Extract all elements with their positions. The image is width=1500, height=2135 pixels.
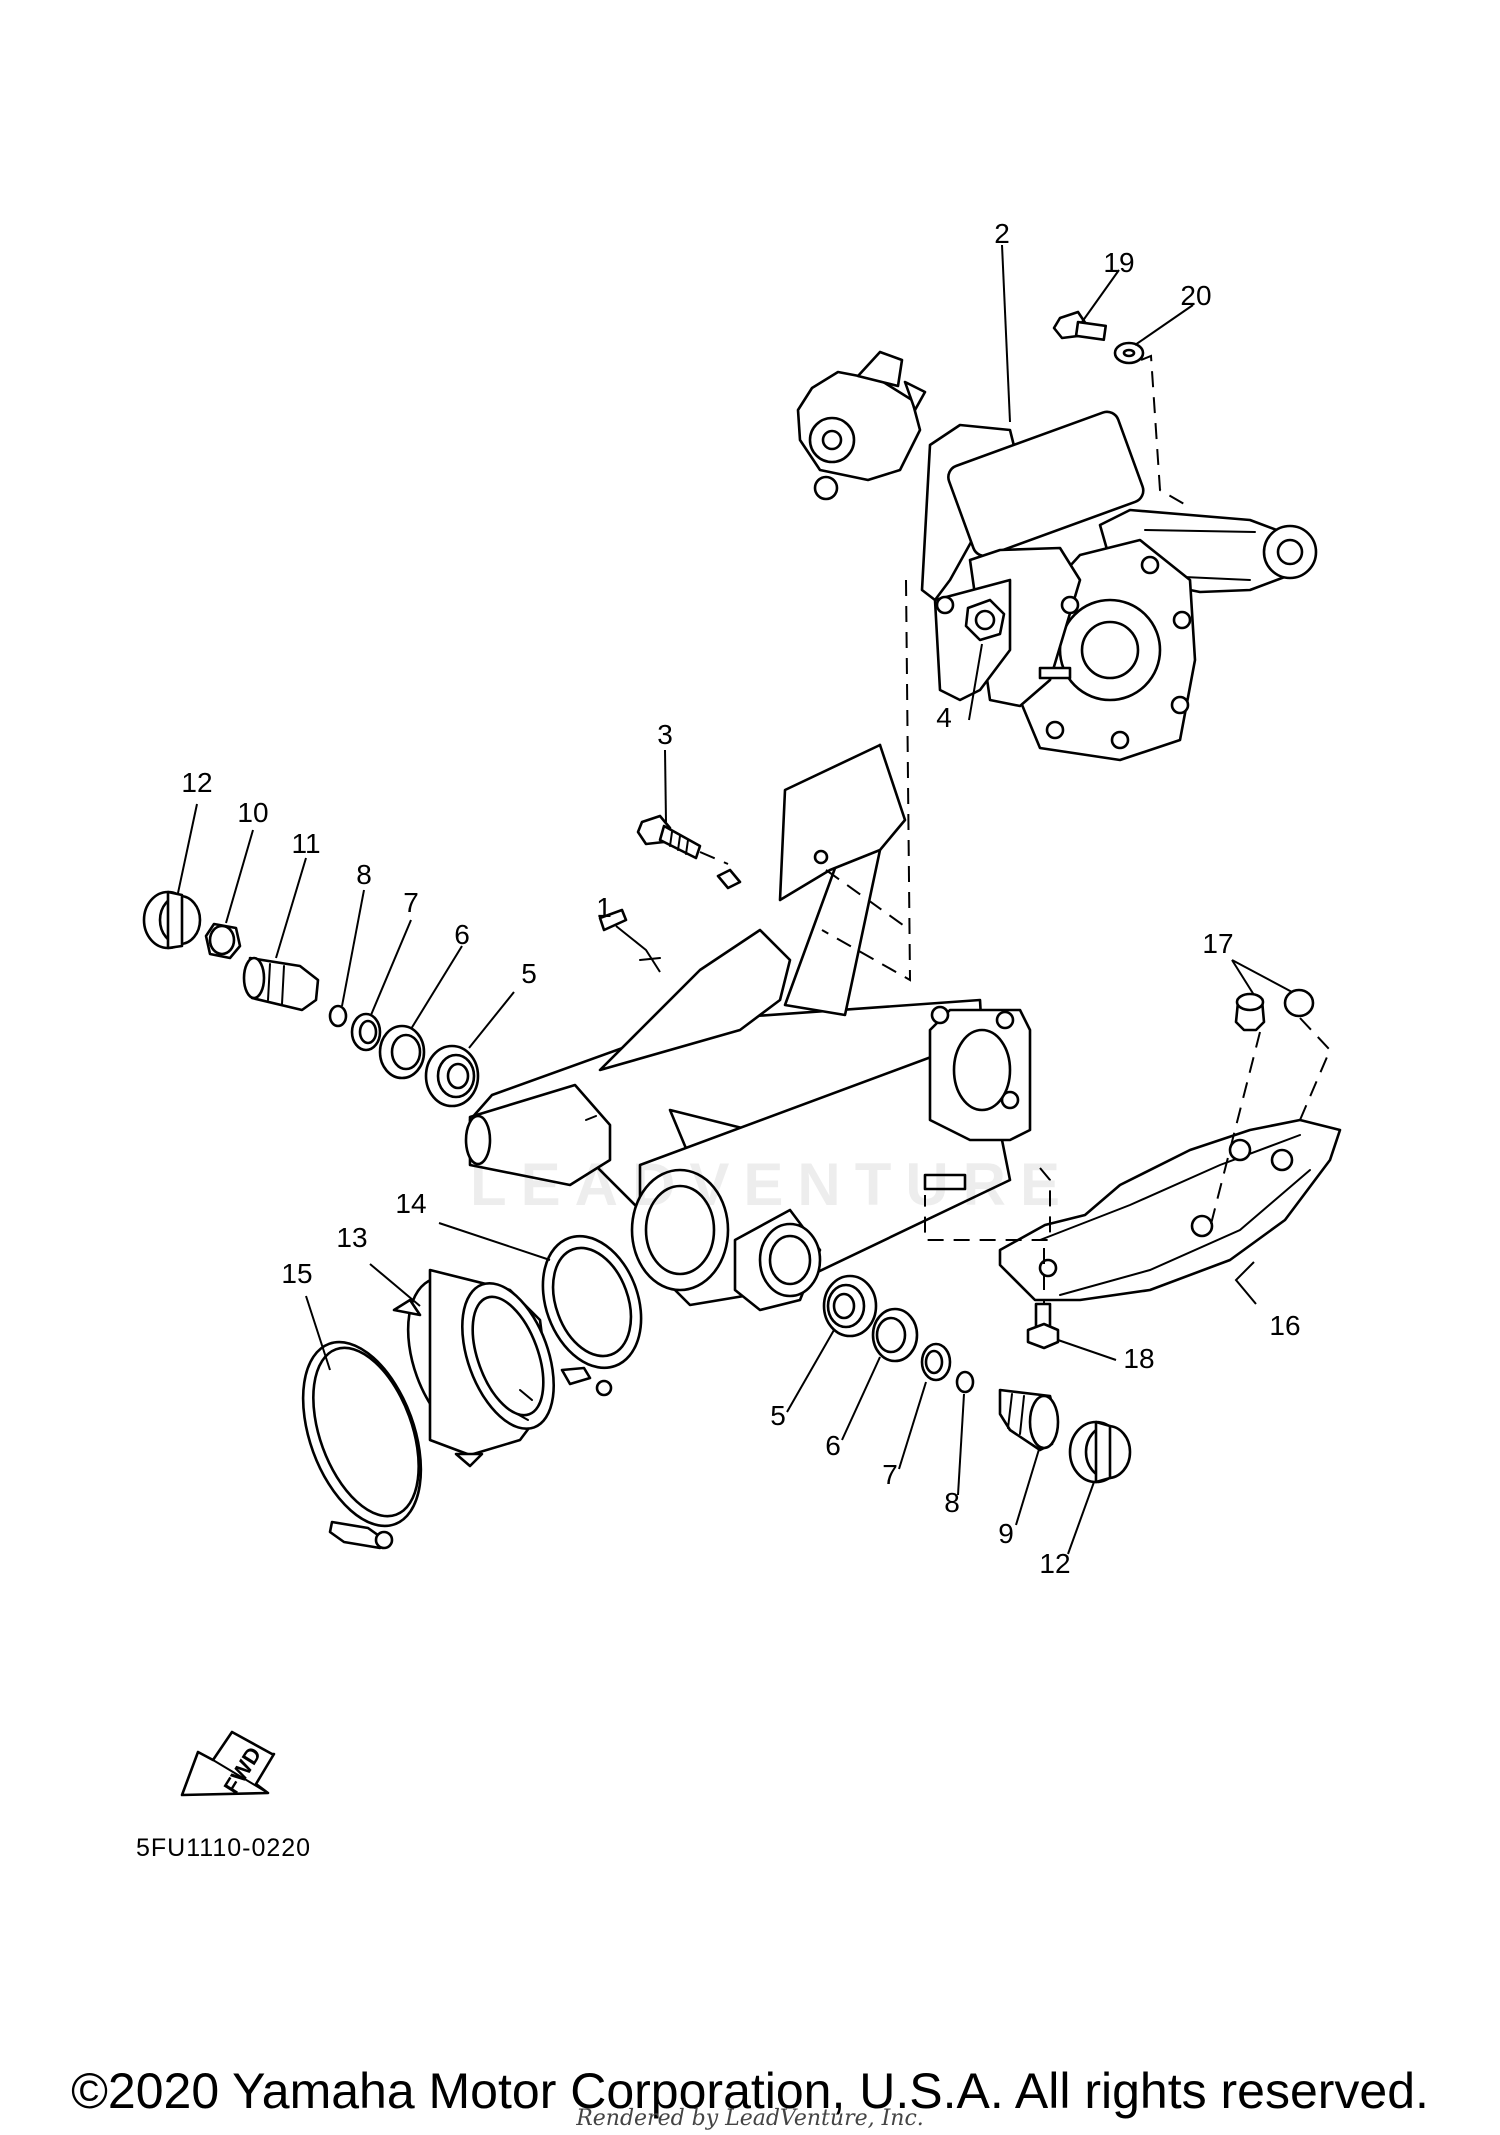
- callout-4: 4: [936, 702, 952, 733]
- callout-7-right: 7: [882, 1459, 898, 1490]
- part-11-pivot-shaft: [242, 956, 320, 1012]
- callout-10: 10: [237, 797, 268, 828]
- part-5-bearing-left: [424, 1044, 480, 1108]
- copyright-notice: ©2020 Yamaha Motor Corporation, U.S.A. A…: [71, 2063, 1429, 2119]
- rendered-by-notice: Rendered by LeadVenture, Inc.: [576, 2106, 924, 2131]
- part-6-seal-left: [378, 1024, 426, 1080]
- callout-12-right: 12: [1039, 1548, 1070, 1579]
- fwd-arrow-icon: FWD: [180, 1730, 276, 1798]
- callout-13: 13: [336, 1222, 367, 1253]
- part-20-washer: [1113, 341, 1145, 365]
- leader-lines: [177, 244, 1293, 1555]
- callout-14: 14: [395, 1188, 426, 1219]
- callout-18: 18: [1123, 1343, 1154, 1374]
- callout-16: 16: [1269, 1310, 1300, 1341]
- swingarm-bracket-pins: [598, 868, 742, 932]
- callout-17: 17: [1202, 928, 1233, 959]
- callout-8-left: 8: [356, 859, 372, 890]
- callout-5-left: 5: [521, 958, 537, 989]
- part-9-pivot-shaft: [998, 1388, 1060, 1452]
- part-15-clamp-band: [301, 1340, 423, 1550]
- part-1-swingarm: [464, 743, 1032, 1312]
- part-2-axle-housing: [796, 350, 1318, 762]
- callout-11: 11: [291, 828, 320, 859]
- diagram-code: 5FU1110-0220: [136, 1834, 312, 1862]
- callout-2: 2: [994, 218, 1010, 249]
- callout-15: 15: [281, 1258, 312, 1289]
- part-10-nut: [204, 922, 242, 960]
- callout-19: 19: [1103, 247, 1134, 278]
- callout-6-right: 6: [825, 1430, 841, 1461]
- part-8-oring-left: [328, 1004, 348, 1028]
- callout-20: 20: [1180, 280, 1211, 311]
- part-12-cap-left: [142, 890, 202, 950]
- callout-9: 9: [998, 1518, 1014, 1549]
- part-3-bolt: [636, 814, 702, 860]
- part-6-seal-right: [871, 1307, 919, 1363]
- callout-numbers: 2 19 20 4 3 1 12 10 11 8 7 6 5 14 13 15 …: [181, 218, 1300, 1579]
- part-7-seal-right: [920, 1342, 952, 1382]
- callout-5-right: 5: [770, 1400, 786, 1431]
- callout-12-left: 12: [181, 767, 212, 798]
- part-7-seal-left: [350, 1012, 382, 1052]
- part-16-guard: [998, 1118, 1342, 1302]
- part-4-nut: [964, 598, 1006, 642]
- assembly-lines: [699, 354, 1332, 1304]
- part-17-grommets: [1234, 988, 1315, 1032]
- callout-8-right: 8: [944, 1487, 960, 1518]
- watermark: LEADVENTURE: [470, 1151, 1075, 1218]
- callout-3: 3: [657, 719, 673, 750]
- part-5-bearing-right: [822, 1274, 878, 1338]
- callout-6-left: 6: [454, 919, 470, 950]
- part-14-gasket: [541, 1234, 643, 1397]
- part-13-boot: [392, 1268, 556, 1468]
- callout-7-left: 7: [403, 887, 419, 918]
- part-19-bolt: [1052, 310, 1108, 342]
- part-12-cap-right: [1068, 1420, 1132, 1484]
- part-8-oring-right: [955, 1370, 975, 1394]
- callout-1: 1: [596, 892, 612, 923]
- part-18-bolt: [1026, 1302, 1060, 1350]
